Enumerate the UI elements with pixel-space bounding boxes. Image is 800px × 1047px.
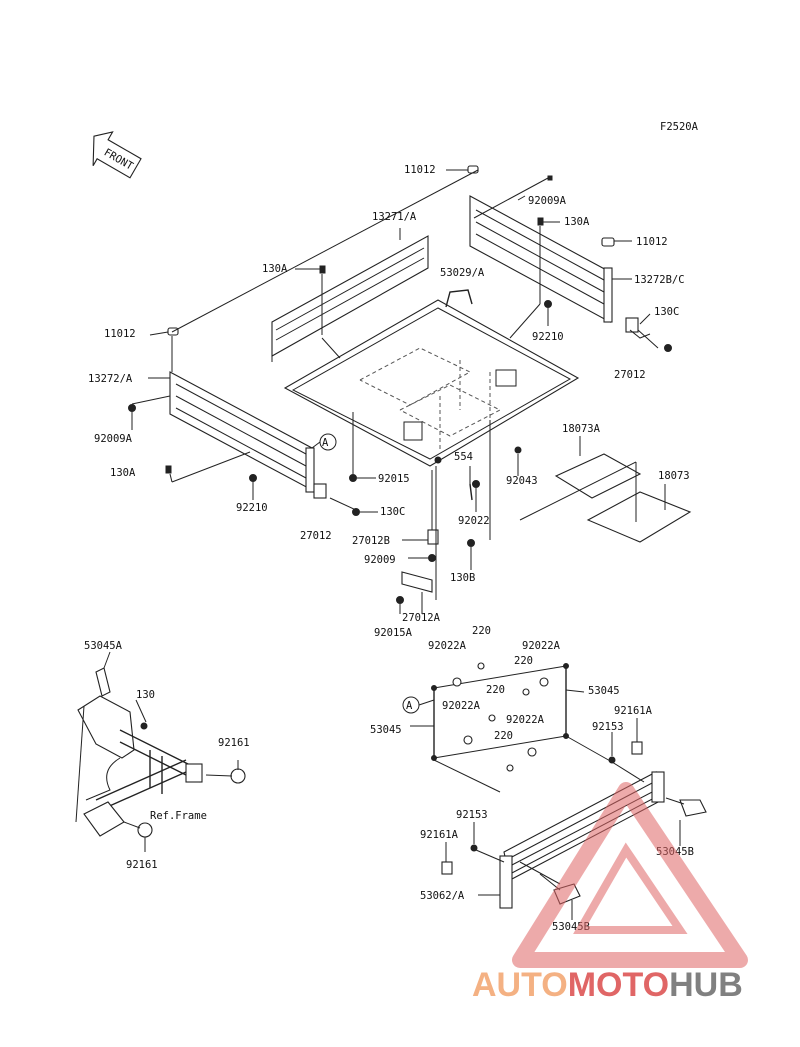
label-13272A: 13272/A [88, 373, 133, 385]
label-92022A-a: 92022A [428, 640, 467, 652]
label-92161A-right: 92161A [614, 705, 653, 717]
label-92161-right: 92161 [218, 737, 250, 749]
label-220-d: 220 [494, 730, 513, 742]
frame-assembly [75, 651, 246, 852]
cap-92161-a [230, 768, 246, 784]
label-27012A: 27012A [402, 612, 441, 624]
label-11012-right: 11012 [636, 236, 668, 248]
front-rail-13271 [271, 235, 429, 362]
label-130C-right: 130C [654, 306, 679, 318]
label-18073A: 18073A [562, 423, 601, 435]
watermark-text: AUTOMOTOHUB [472, 966, 743, 1004]
label-220-c: 220 [486, 684, 505, 696]
label-130B: 130B [450, 572, 475, 584]
watermark-triangle-icon [512, 782, 748, 968]
figure-code: F2520A [660, 121, 699, 133]
label-13272BC: 13272B/C [634, 274, 685, 286]
label-92015A: 92015A [374, 627, 413, 639]
label-130A-front: 130A [262, 263, 288, 275]
front-arrow-icon: FRONT [92, 131, 142, 179]
label-130C-left: 130C [380, 506, 405, 518]
label-92022A-b: 92022A [522, 640, 561, 652]
label-53045-left: 53045 [370, 724, 402, 736]
label-554: 554 [454, 451, 473, 463]
cap-92161-b [137, 822, 153, 838]
watermark-part2: MOTO [568, 966, 669, 1004]
label-27012-right: 27012 [614, 369, 646, 381]
part-labels: 11012 92009A 13271/A 130A 11012 130A 530… [84, 164, 694, 933]
label-130: 130 [136, 689, 155, 701]
label-92210-right: 92210 [532, 331, 564, 343]
key-53045A [95, 667, 111, 697]
label-92153-left: 92153 [456, 809, 488, 821]
label-92161-left: 92161 [126, 859, 158, 871]
label-92022: 92022 [458, 515, 490, 527]
label-18073: 18073 [658, 470, 690, 482]
callout-a-upper: A [322, 437, 329, 449]
latch-27012A [401, 571, 433, 593]
label-92022A-d: 92022A [506, 714, 545, 726]
label-53029A: 53029/A [440, 267, 485, 279]
mat-18073A [554, 453, 642, 499]
leader-lines-upper [131, 169, 666, 614]
label-53062A: 53062/A [420, 890, 465, 902]
label-92153-right: 92153 [592, 721, 624, 733]
label-27012-left: 27012 [300, 530, 332, 542]
label-92022A-c: 92022A [442, 700, 481, 712]
label-92009A-right: 92009A [528, 195, 567, 207]
label-92009A-left: 92009A [94, 433, 133, 445]
spring-554 [469, 483, 473, 501]
label-220-a: 220 [472, 625, 491, 637]
label-220-b: 220 [514, 655, 533, 667]
right-rail-13272BC [469, 195, 639, 333]
callout-a-lower: A [406, 700, 413, 712]
mat-18073 [586, 491, 692, 543]
label-92043: 92043 [506, 475, 538, 487]
label-92015: 92015 [378, 473, 410, 485]
cap-11012-right [601, 237, 615, 247]
cap-11012-top [467, 165, 479, 174]
watermark-part3: HUB [669, 966, 743, 1004]
label-27012B: 27012B [352, 535, 390, 547]
watermark-part1: AUTO [472, 966, 568, 1004]
label-92210-left: 92210 [236, 502, 268, 514]
label-130A-right: 130A [564, 216, 590, 228]
label-53045A: 53045A [84, 640, 123, 652]
label-92161A-left: 92161A [420, 829, 459, 841]
latch-27012B [427, 529, 439, 545]
label-53045-right: 53045 [588, 685, 620, 697]
bed-floor-panel [283, 289, 580, 467]
label-11012-top: 11012 [404, 164, 436, 176]
label-11012-left: 11012 [104, 328, 136, 340]
left-rail-13272A [169, 371, 327, 499]
label-130A-left: 130A [110, 467, 136, 479]
watermark-logo [512, 782, 748, 968]
label-13271A: 13271/A [372, 211, 417, 223]
label-92009: 92009 [364, 554, 396, 566]
ref-frame-label: Ref.Frame [150, 810, 207, 822]
